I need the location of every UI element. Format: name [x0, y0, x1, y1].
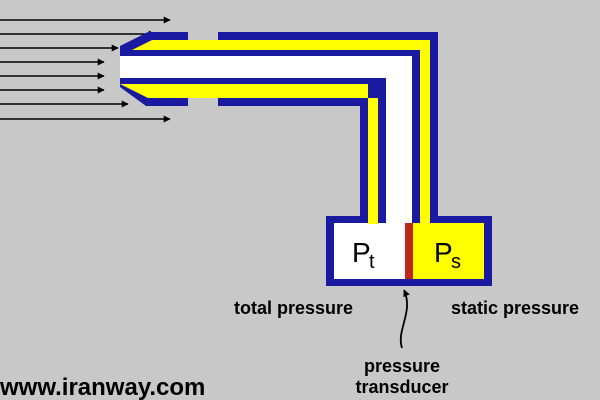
static-pressure-symbol: P s — [434, 237, 461, 273]
total-pressure-core — [386, 56, 412, 223]
total-pressure-core — [386, 216, 405, 224]
transducer-diaphragm — [405, 223, 413, 279]
static-pressure-label: static pressure — [451, 298, 579, 318]
inner-tube-wall — [120, 78, 378, 84]
total-pressure-core — [368, 56, 412, 78]
inner-tube-wall — [378, 78, 386, 223]
total-subscript: t — [369, 251, 375, 273]
pitot-tube — [120, 32, 492, 286]
inner-tube-wall — [412, 50, 420, 223]
watermark: www.iranway.com — [0, 374, 205, 400]
transducer-label-line2: transducer — [355, 377, 448, 397]
static-air-channel — [420, 216, 430, 224]
transducer-pointer — [399, 289, 410, 349]
static-symbol: P — [434, 237, 453, 268]
static-subscript: s — [451, 251, 461, 273]
transducer-label-line1: pressure — [364, 356, 440, 376]
flow-arrows — [0, 16, 171, 123]
total-pressure-chamber — [334, 223, 405, 279]
total-pressure-symbol: P t — [352, 237, 375, 273]
static-pressure-chamber — [413, 223, 484, 279]
total-symbol: P — [352, 237, 371, 268]
total-pressure-label: total pressure — [234, 298, 353, 318]
inner-tube-wall — [120, 50, 420, 56]
static-air-channel — [120, 84, 378, 223]
total-pressure-core — [120, 56, 370, 78]
static-air-channel — [368, 216, 378, 224]
